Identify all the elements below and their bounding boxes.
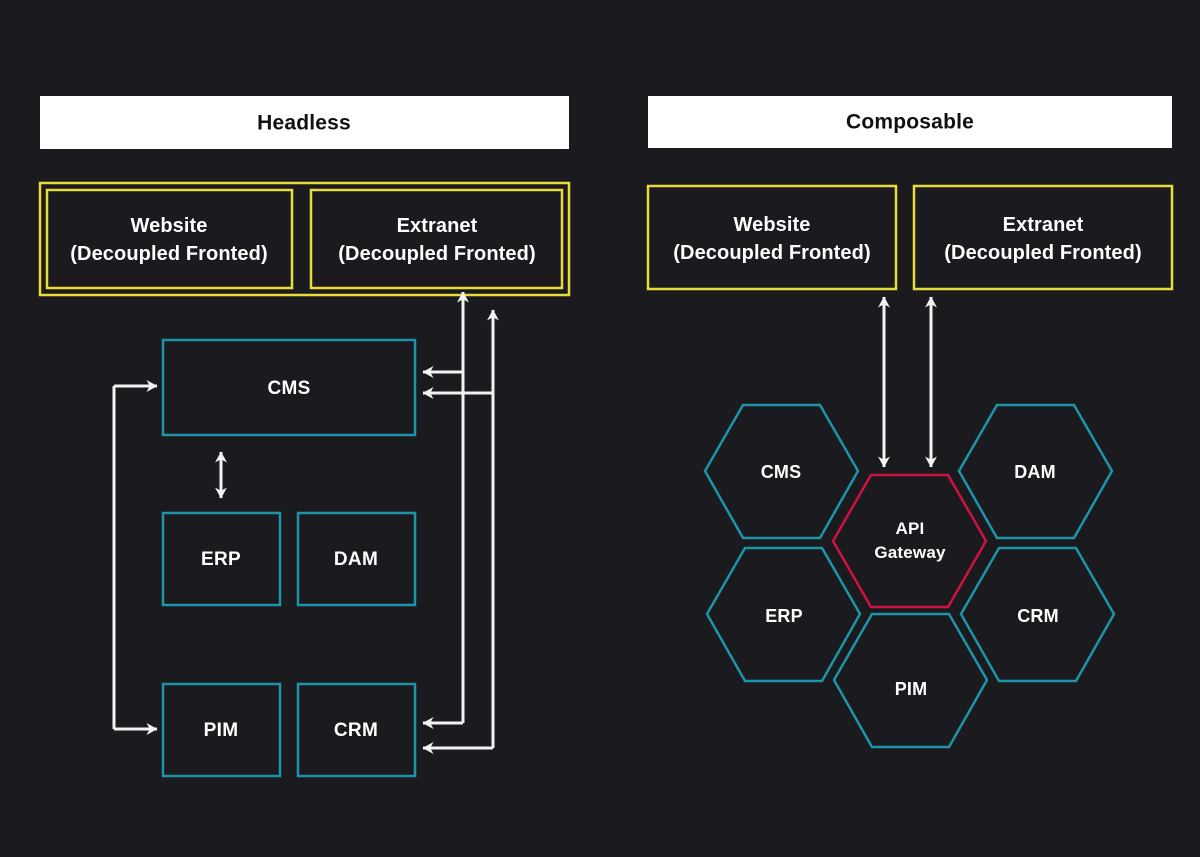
headless-extranet-label-line2: (Decoupled Fronted) <box>338 243 535 265</box>
headless-frontend-website[interactable]: Website (Decoupled Fronted) <box>45 188 294 290</box>
headless-pim-box <box>161 682 282 778</box>
headless-crm-box <box>296 682 417 778</box>
hexagon-erp-label: ERP <box>765 606 803 626</box>
headless-crm-label: CRM <box>334 720 378 741</box>
hexagon-pim-label: PIM <box>895 679 928 699</box>
composable-title-bar: Composable <box>648 96 1172 148</box>
hexagon-crm-label: CRM <box>1017 606 1059 626</box>
composable-extranet-label-line2: (Decoupled Fronted) <box>944 242 1141 264</box>
headless-dam-box <box>296 511 417 607</box>
hexagon-cms-shape <box>703 403 860 540</box>
headless-service-pim[interactable]: PIM <box>161 682 282 778</box>
headless-pim-label: PIM <box>204 720 239 741</box>
headless-website-label-line1: Website <box>130 215 207 237</box>
headless-frontend-extranet[interactable]: Extranet (Decoupled Fronted) <box>309 188 564 290</box>
composable-extranet-box <box>912 184 1174 291</box>
hexagon-cms-label: CMS <box>761 462 802 482</box>
hexagon-dam-shape <box>957 403 1114 540</box>
composable-frontend-extranet[interactable]: Extranet (Decoupled Fronted) <box>912 184 1174 291</box>
headless-erp-box <box>161 511 282 607</box>
hexagon-pim-shape <box>832 612 989 749</box>
hexagon-api-gateway[interactable]: API Gateway <box>831 473 988 609</box>
headless-dam-label: DAM <box>334 549 378 570</box>
composable-website-label-line1: Website <box>733 214 810 236</box>
panel-headless: Headless Website (Decoupled Fronted) Ext… <box>38 96 571 778</box>
headless-connectors <box>112 291 499 754</box>
headless-extranet-box <box>309 188 564 290</box>
headless-erp-label: ERP <box>201 549 241 570</box>
headless-title-bg <box>40 96 569 149</box>
hexagon-api-gateway-shape <box>831 473 988 609</box>
composable-website-box <box>646 184 898 291</box>
composable-title-text: Composable <box>846 111 974 134</box>
headless-frontend-group-outline <box>38 181 571 297</box>
headless-title-bar: Headless <box>40 96 569 149</box>
hexagon-dam-label: DAM <box>1014 462 1056 482</box>
headless-cms-label: CMS <box>267 378 310 399</box>
headless-service-crm[interactable]: CRM <box>296 682 417 778</box>
panel-composable: Composable Website (Decoupled Fronted) E… <box>646 96 1174 749</box>
hexagon-cms[interactable]: CMS <box>703 403 860 540</box>
headless-service-cms[interactable]: CMS <box>161 338 417 437</box>
hexagon-erp[interactable]: ERP <box>705 546 862 683</box>
hexagon-api-gateway-label-line1: API <box>896 519 925 538</box>
headless-website-label-line2: (Decoupled Fronted) <box>70 243 267 265</box>
hexagon-crm-shape <box>959 546 1116 683</box>
headless-service-dam[interactable]: DAM <box>296 511 417 607</box>
composable-title-bg <box>648 96 1172 148</box>
hexagon-crm[interactable]: CRM <box>959 546 1116 683</box>
headless-title-text: Headless <box>257 112 351 135</box>
headless-cms-box <box>161 338 417 437</box>
hexagon-pim[interactable]: PIM <box>832 612 989 749</box>
headless-extranet-label-line1: Extranet <box>397 215 478 237</box>
composable-frontend-website[interactable]: Website (Decoupled Fronted) <box>646 184 898 291</box>
composable-website-label-line2: (Decoupled Fronted) <box>673 242 870 264</box>
hexagon-api-gateway-label-line2: Gateway <box>874 543 946 562</box>
composable-connectors <box>878 296 937 468</box>
hexagon-dam[interactable]: DAM <box>957 403 1114 540</box>
headless-website-box <box>45 188 294 290</box>
hexagon-erp-shape <box>705 546 862 683</box>
headless-service-erp[interactable]: ERP <box>161 511 282 607</box>
composable-extranet-label-line1: Extranet <box>1003 214 1084 236</box>
composable-hexagons: CMS DAM ERP CRM PIM <box>703 403 1116 749</box>
